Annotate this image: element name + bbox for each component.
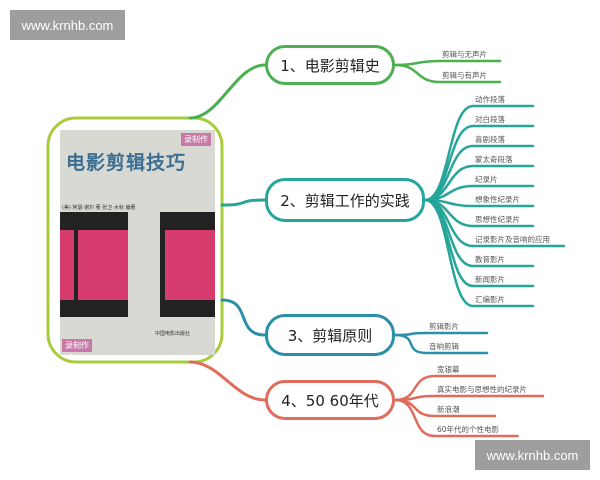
root-to-branch-link	[220, 298, 267, 337]
leaf-node[interactable]: 蒙太奇段落	[475, 155, 513, 164]
film-strip-left	[60, 212, 128, 317]
leaf-node[interactable]: 动作段落	[475, 95, 505, 104]
book-publisher: 中国电影出版社	[155, 331, 191, 337]
book-title: 电影剪辑技巧	[66, 152, 187, 174]
leaf-node[interactable]: 想象性纪录片	[475, 195, 520, 204]
branch-node[interactable]: 2、剪辑工作的实践	[265, 178, 425, 222]
branch-label: 2、剪辑工作的实践	[280, 191, 410, 210]
leaf-node[interactable]: 记录影片及音响的应用	[475, 235, 550, 244]
leaf-node[interactable]: 60年代的个性电影	[437, 425, 500, 434]
leaf-node[interactable]: 纪录片	[475, 175, 498, 184]
leaf-node[interactable]: 对白段落	[475, 115, 505, 124]
branch-to-leaf-link	[393, 394, 545, 402]
branch-to-leaf-link	[393, 333, 489, 355]
leaf-node[interactable]: 思想性纪录片	[475, 215, 520, 224]
branch-to-leaf-link	[393, 331, 489, 337]
leaf-node[interactable]: 喜剧段落	[475, 135, 505, 144]
branch-to-leaf-link	[423, 198, 535, 308]
branch-to-leaf-link	[393, 59, 502, 67]
watermark-bottom-right: www.krnhb.com	[475, 440, 590, 470]
branch-to-leaf-link	[393, 63, 502, 84]
root-to-branch-link	[188, 360, 267, 402]
root-node-border	[46, 116, 224, 364]
book-author: (美) 阿瑟·谢尔 著 张卫·木秋 编著	[62, 205, 136, 211]
branch-node[interactable]: 3、剪辑原则	[265, 314, 395, 356]
leaf-node[interactable]: 剪辑与无声片	[442, 50, 487, 59]
leaf-node[interactable]: 汇编影片	[475, 295, 505, 304]
root-to-branch-link	[188, 63, 267, 120]
leaf-node[interactable]: 宽银幕	[437, 365, 460, 374]
leaf-node[interactable]: 教育影片	[475, 255, 505, 264]
book-cover-image: 录制作 电影剪辑技巧 (美) 阿瑟·谢尔 著 张卫·木秋 编著 中国电影出版社 …	[60, 130, 215, 355]
branch-node[interactable]: 1、电影剪辑史	[265, 45, 395, 85]
branch-node[interactable]: 4、50 60年代	[265, 380, 395, 420]
branch-label: 3、剪辑原则	[287, 326, 373, 345]
book-tag-top: 录制作	[181, 133, 211, 146]
leaf-node[interactable]: 新闻影片	[475, 275, 505, 284]
leaf-node[interactable]: 新浪潮	[437, 405, 460, 414]
leaf-node[interactable]: 真实电影与思想性的纪录片	[437, 385, 527, 394]
watermark-top-left: www.krnhb.com	[10, 10, 125, 40]
branch-to-leaf-link	[393, 398, 519, 438]
leaf-node[interactable]: 音响剪辑	[429, 342, 459, 351]
film-strip-right	[160, 212, 215, 317]
leaf-node[interactable]: 剪辑影片	[429, 322, 459, 331]
root-to-branch-link	[220, 198, 267, 207]
leaf-node[interactable]: 剪辑与有声片	[442, 71, 487, 80]
book-tag-bottom: 录制作	[62, 339, 92, 352]
branch-label: 4、50 60年代	[281, 391, 379, 410]
branch-label: 1、电影剪辑史	[280, 56, 380, 75]
